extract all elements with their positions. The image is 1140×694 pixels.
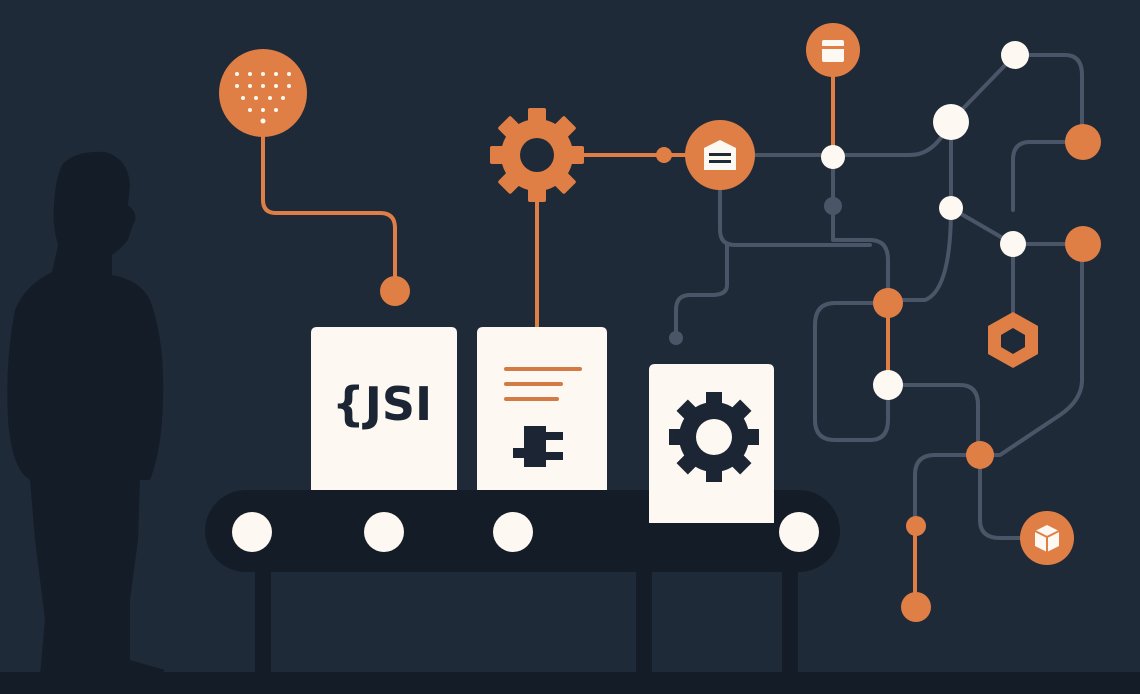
white-nodes — [821, 41, 1029, 400]
hexagon-icon — [988, 312, 1038, 368]
person-silhouette — [7, 151, 165, 675]
gear-icon — [669, 392, 759, 482]
network-node — [824, 197, 842, 215]
json-card: {JSI — [311, 327, 457, 490]
plugin-card — [477, 327, 607, 490]
json-card-label: {JSI — [332, 377, 432, 431]
plug-icon — [513, 426, 563, 467]
dot-grid-node — [219, 49, 307, 137]
network-node — [669, 331, 683, 345]
dot-grid-icon — [235, 72, 291, 124]
conveyor-rollers — [232, 512, 819, 552]
floor — [0, 672, 1140, 694]
box-icon — [704, 140, 736, 170]
cube-icon — [1034, 525, 1060, 552]
gear-card — [649, 364, 774, 523]
network-lines — [674, 53, 1084, 540]
window-icon — [822, 40, 844, 62]
gear-icon — [490, 108, 584, 202]
